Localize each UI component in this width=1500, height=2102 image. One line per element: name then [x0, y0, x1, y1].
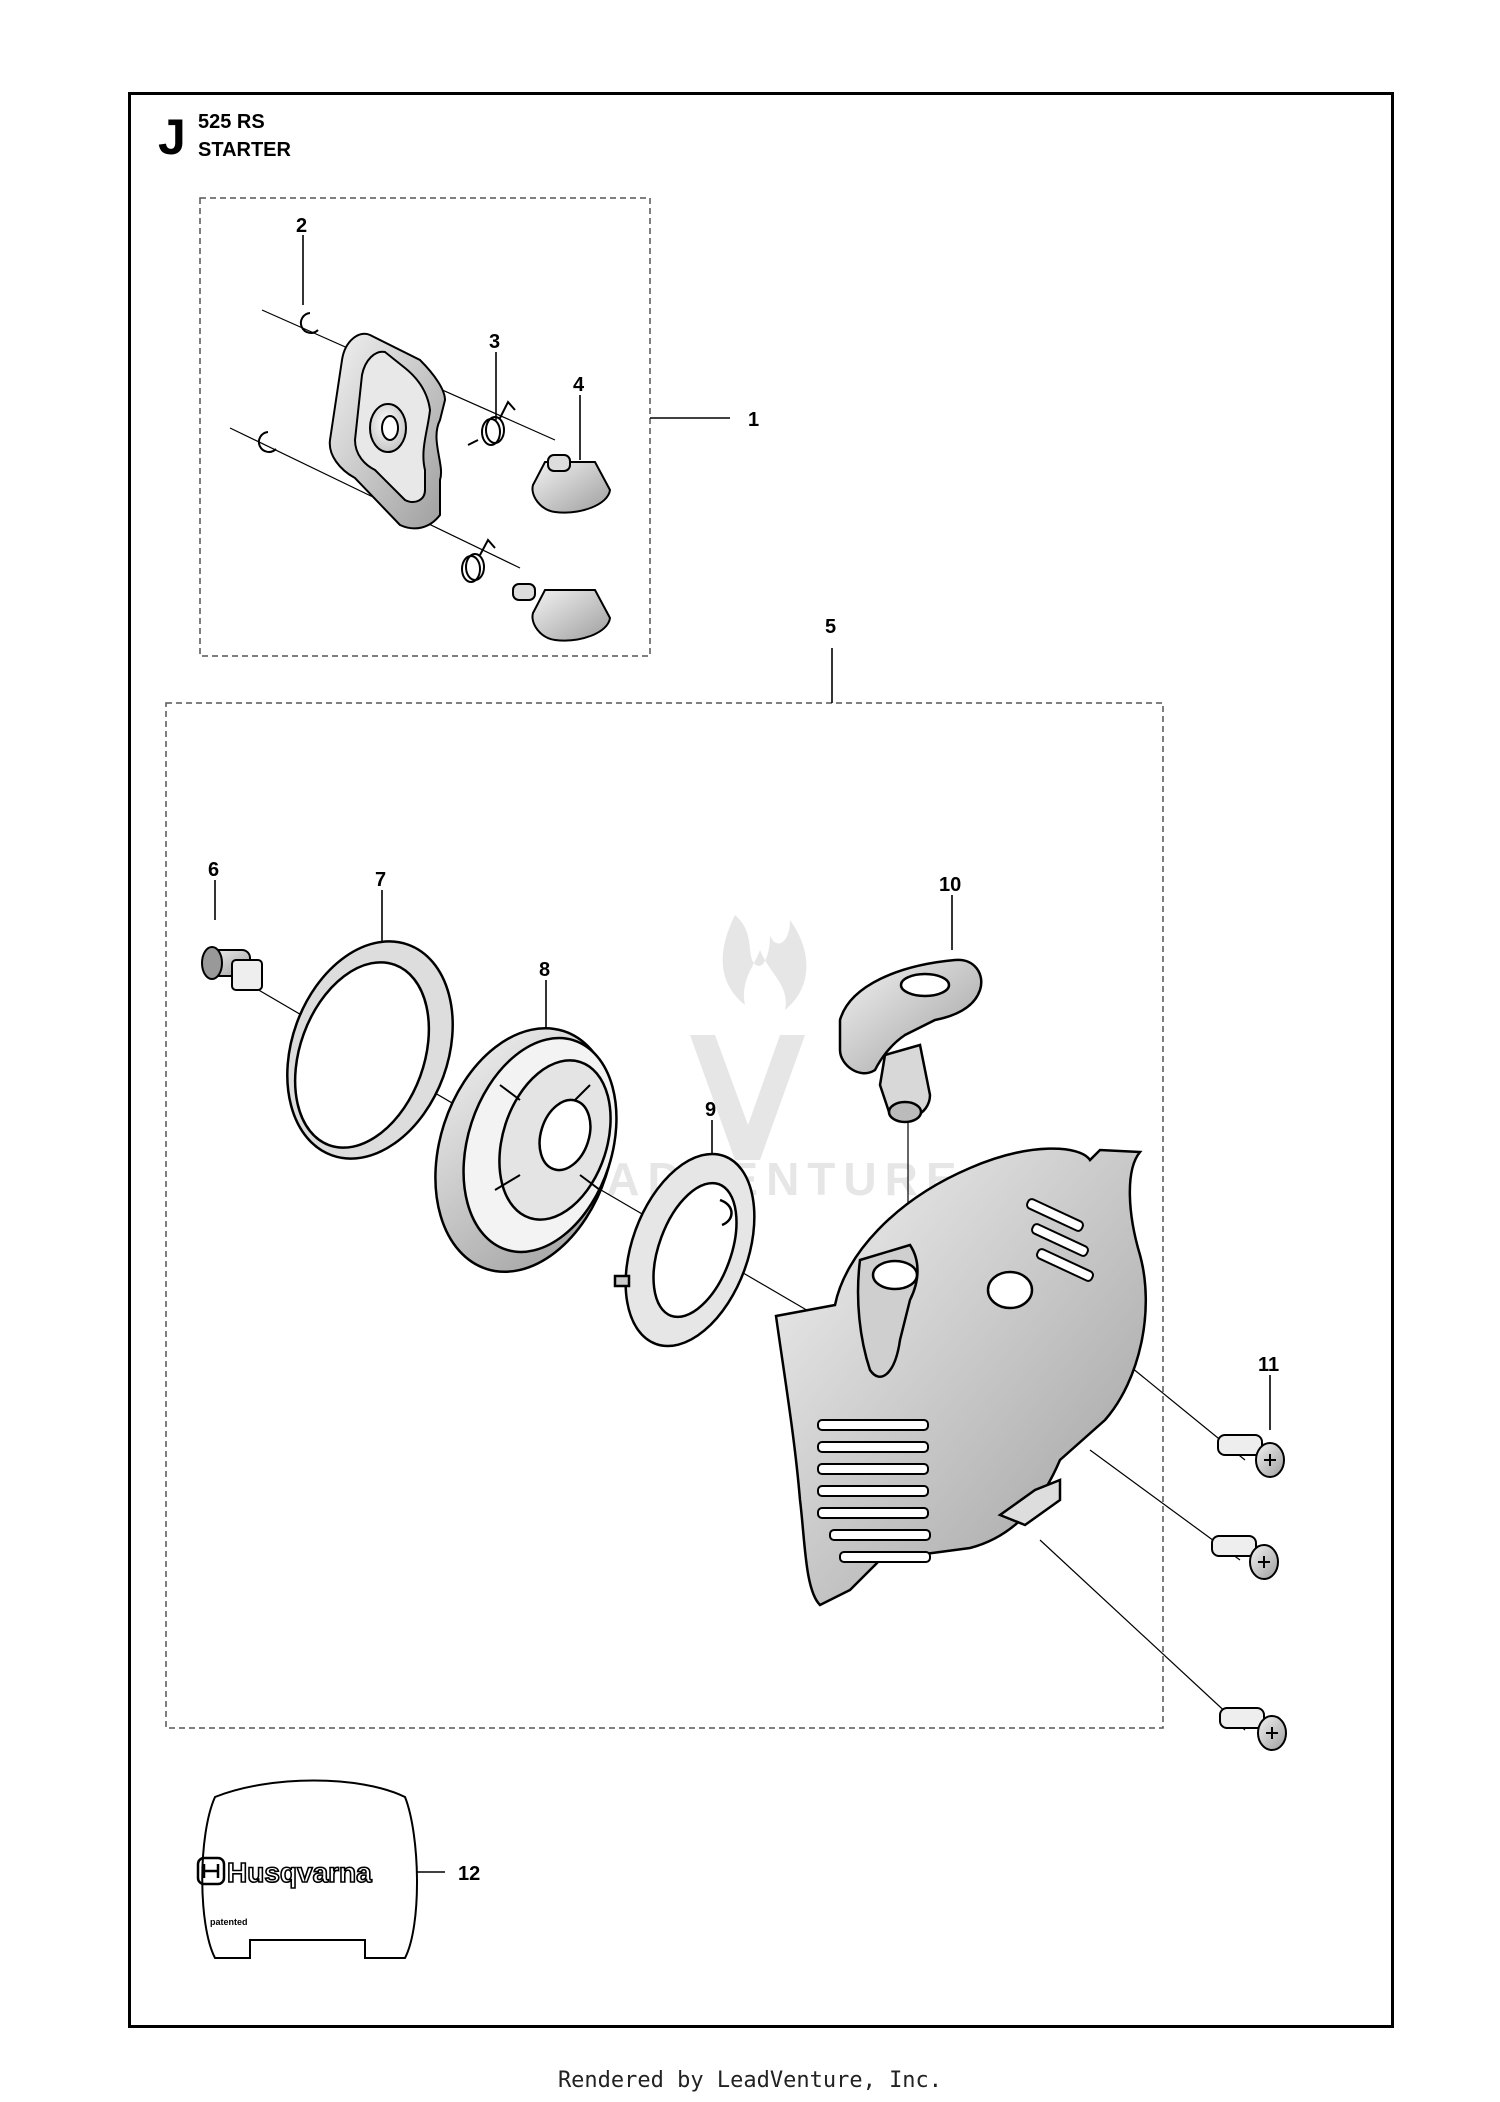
- retaining-clip-lower: [257, 431, 277, 453]
- rewind-spring: [613, 1152, 756, 1348]
- callout-3: 3: [489, 331, 500, 353]
- callout-6: 6: [208, 859, 219, 881]
- pawl-spring-upper: [467, 400, 516, 446]
- decal-small-text: patented: [210, 1917, 248, 1927]
- callout-4: 4: [573, 374, 585, 396]
- diagram-frame: [128, 92, 1394, 2028]
- model-label: 525 RS: [198, 111, 265, 133]
- pawl-kit-box: [199, 197, 651, 657]
- callout-9: 9: [705, 1099, 716, 1121]
- starter-handle: [838, 958, 983, 1124]
- callout-numbers: 1 2 3 4 5 6 7 8 9 10 11 12: [208, 215, 1279, 1885]
- pawl-upper: [531, 454, 612, 514]
- starter-housing: [774, 1147, 1147, 1607]
- callout-5: 5: [825, 616, 836, 638]
- callout-2: 2: [296, 215, 307, 237]
- rope-pulley: [434, 1027, 618, 1273]
- pawl-lower: [512, 583, 612, 642]
- husqvarna-logo-icon: [196, 1856, 226, 1886]
- pawl-spring-lower: [461, 538, 496, 583]
- diagram-title: STARTER: [198, 139, 291, 161]
- callout-8: 8: [539, 959, 550, 981]
- callout-12: 12: [458, 1863, 480, 1885]
- housing-screw-3: [1219, 1707, 1287, 1751]
- friction-ring: [286, 940, 454, 1160]
- callout-11: 11: [1258, 1354, 1279, 1376]
- retaining-clip-upper: [299, 312, 319, 334]
- starter-assembly-box: [165, 702, 1164, 1729]
- housing-screw-1: [1217, 1434, 1285, 1478]
- footer-credit: Rendered by LeadVenture, Inc.: [557, 2068, 943, 2093]
- pawl-carrier: [328, 332, 447, 530]
- decal-brand: Husqvarna: [227, 1857, 372, 1888]
- section-letter: J: [158, 109, 186, 165]
- center-screw: [201, 946, 263, 991]
- callout-1: 1: [748, 409, 759, 431]
- husqvarna-decal: Husqvarna patented: [196, 1779, 418, 1959]
- callout-7: 7: [375, 869, 386, 891]
- callout-10: 10: [939, 874, 961, 896]
- housing-screw-2: [1211, 1535, 1279, 1580]
